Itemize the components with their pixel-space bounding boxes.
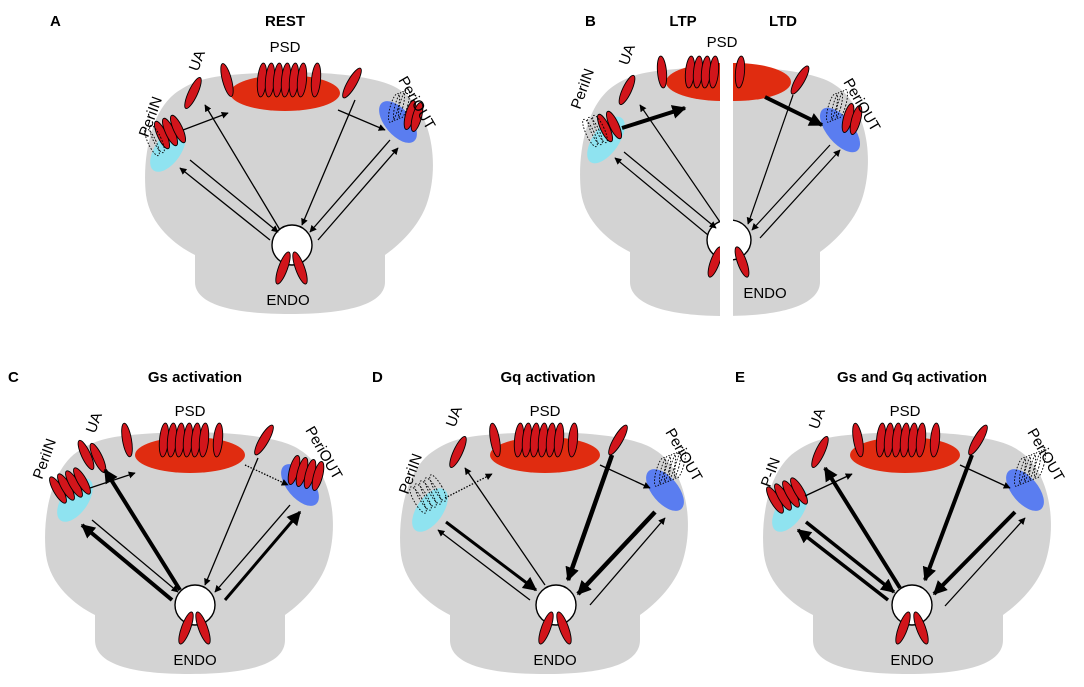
ua-label: UA: [616, 42, 639, 67]
psd-label: PSD: [530, 403, 561, 420]
endo-label: ENDO: [533, 652, 576, 669]
panel-letter: E: [735, 369, 745, 386]
panel-title: Gs activation: [148, 369, 242, 386]
endo-label: ENDO: [743, 285, 786, 302]
psd-label: PSD: [707, 34, 738, 51]
endosome: [535, 584, 577, 626]
psd-label: PSD: [175, 403, 206, 420]
ua-label: UA: [806, 406, 829, 431]
endosome: [891, 584, 933, 626]
receptors: [409, 422, 686, 645]
panel-d: D Gq activation: [372, 369, 705, 674]
psd-label: PSD: [270, 39, 301, 56]
ltp-half: [580, 55, 720, 316]
periin-label: PeriIN: [30, 436, 60, 481]
ua-label: UA: [443, 404, 466, 429]
trafficking-arrows: [80, 457, 302, 602]
panel-e: E Gs and Gq activation: [735, 369, 1067, 674]
periout-zone: [379, 101, 417, 143]
panel-title-ltd: LTD: [769, 13, 797, 30]
panel-letter: B: [585, 13, 596, 30]
endo-label: ENDO: [266, 292, 309, 309]
ltp-ltd-divider: [720, 50, 733, 330]
ltd-half: [733, 55, 868, 316]
panel-a: A REST: [50, 13, 438, 314]
panel-title-ltp: LTP: [669, 13, 696, 30]
ua-label: UA: [186, 48, 209, 73]
spine-head: [763, 432, 1051, 674]
psd-label: PSD: [890, 403, 921, 420]
panel-title: REST: [265, 13, 305, 30]
trafficking-arrows: [179, 99, 399, 241]
periout-zone: [1006, 469, 1044, 511]
panel-letter: D: [372, 369, 383, 386]
endo-label: ENDO: [890, 652, 933, 669]
trafficking-arrows: [796, 454, 1026, 607]
periout-zone: [646, 469, 684, 511]
panel-title: Gs and Gq activation: [837, 369, 987, 386]
panel-title: Gq activation: [500, 369, 595, 386]
periin-label: PeriIN: [568, 66, 598, 111]
endo-label: ENDO: [173, 652, 216, 669]
receptors: [766, 422, 1046, 645]
endosome: [271, 224, 313, 266]
trafficking-arrows: [437, 454, 666, 606]
panel-c: C Gs activation: [8, 369, 345, 674]
ua-label: UA: [83, 410, 106, 435]
spine-head: [400, 432, 688, 674]
endosome: [174, 584, 216, 626]
receptors: [144, 62, 424, 285]
panel-letter: C: [8, 369, 19, 386]
receptors: [49, 422, 325, 645]
spine-head: [145, 72, 433, 314]
panel-letter: A: [50, 13, 61, 30]
